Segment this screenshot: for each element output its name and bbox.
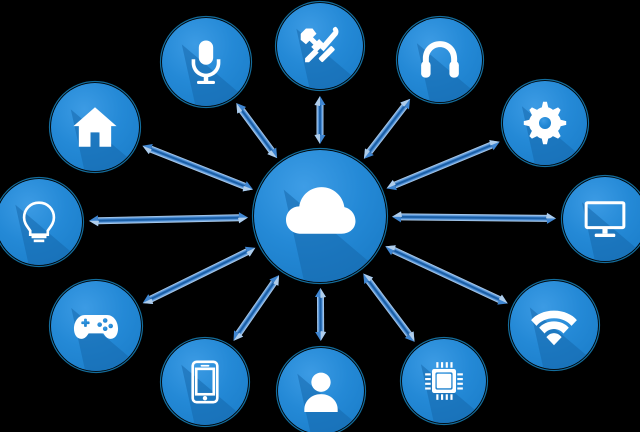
long-shadow xyxy=(416,43,482,102)
node-headphones[interactable] xyxy=(395,15,567,241)
node-gamepad[interactable] xyxy=(48,278,232,432)
node-home[interactable] xyxy=(48,80,228,317)
long-shadow xyxy=(581,202,640,261)
node-cpu[interactable] xyxy=(399,336,571,432)
connector-group xyxy=(88,96,557,342)
cpu-icon xyxy=(425,362,463,400)
node-microphone[interactable] xyxy=(159,15,339,252)
hub-node-cloud[interactable] xyxy=(251,147,519,432)
gear-icon xyxy=(523,101,567,145)
home-icon xyxy=(73,107,117,147)
long-shadow xyxy=(71,308,141,371)
long-shadow xyxy=(420,364,486,423)
connector-cpu xyxy=(363,273,415,342)
long-shadow xyxy=(70,109,139,171)
connector-tools xyxy=(314,96,326,144)
node-tools[interactable] xyxy=(274,0,450,231)
connector-microphone xyxy=(236,102,278,159)
lightbulb-icon xyxy=(22,201,56,243)
long-shadow xyxy=(283,189,386,282)
connector-settings xyxy=(386,140,500,191)
smartphone-icon xyxy=(191,360,219,404)
connector-home xyxy=(142,143,254,192)
connector-wifi xyxy=(385,245,508,305)
node-circle xyxy=(0,179,82,265)
long-shadow xyxy=(297,373,364,432)
connector-monitor xyxy=(391,211,557,224)
connector-user xyxy=(314,287,327,342)
node-wifi[interactable] xyxy=(507,278,640,432)
node-user[interactable] xyxy=(275,345,451,432)
user-icon xyxy=(304,372,338,413)
long-shadow xyxy=(15,204,82,265)
microphone-icon xyxy=(191,40,221,84)
connector-gamepad xyxy=(142,246,256,305)
node-lightbulb[interactable] xyxy=(0,176,168,407)
gamepad-icon xyxy=(73,314,119,339)
node-monitor[interactable] xyxy=(560,174,640,400)
long-shadow xyxy=(181,44,250,106)
long-shadow xyxy=(529,307,598,369)
cloud-icon xyxy=(285,187,356,234)
node-smartphone[interactable] xyxy=(159,336,335,432)
connector-smartphone xyxy=(233,275,279,341)
long-shadow xyxy=(521,106,587,165)
connector-headphones xyxy=(363,98,411,159)
connector-lightbulb xyxy=(88,212,249,227)
long-shadow xyxy=(181,364,248,425)
node-settings[interactable] xyxy=(500,78,640,304)
monitor-icon xyxy=(584,201,626,237)
long-shadow xyxy=(296,28,363,89)
headphones-icon xyxy=(421,41,459,78)
tools-icon xyxy=(300,26,339,63)
